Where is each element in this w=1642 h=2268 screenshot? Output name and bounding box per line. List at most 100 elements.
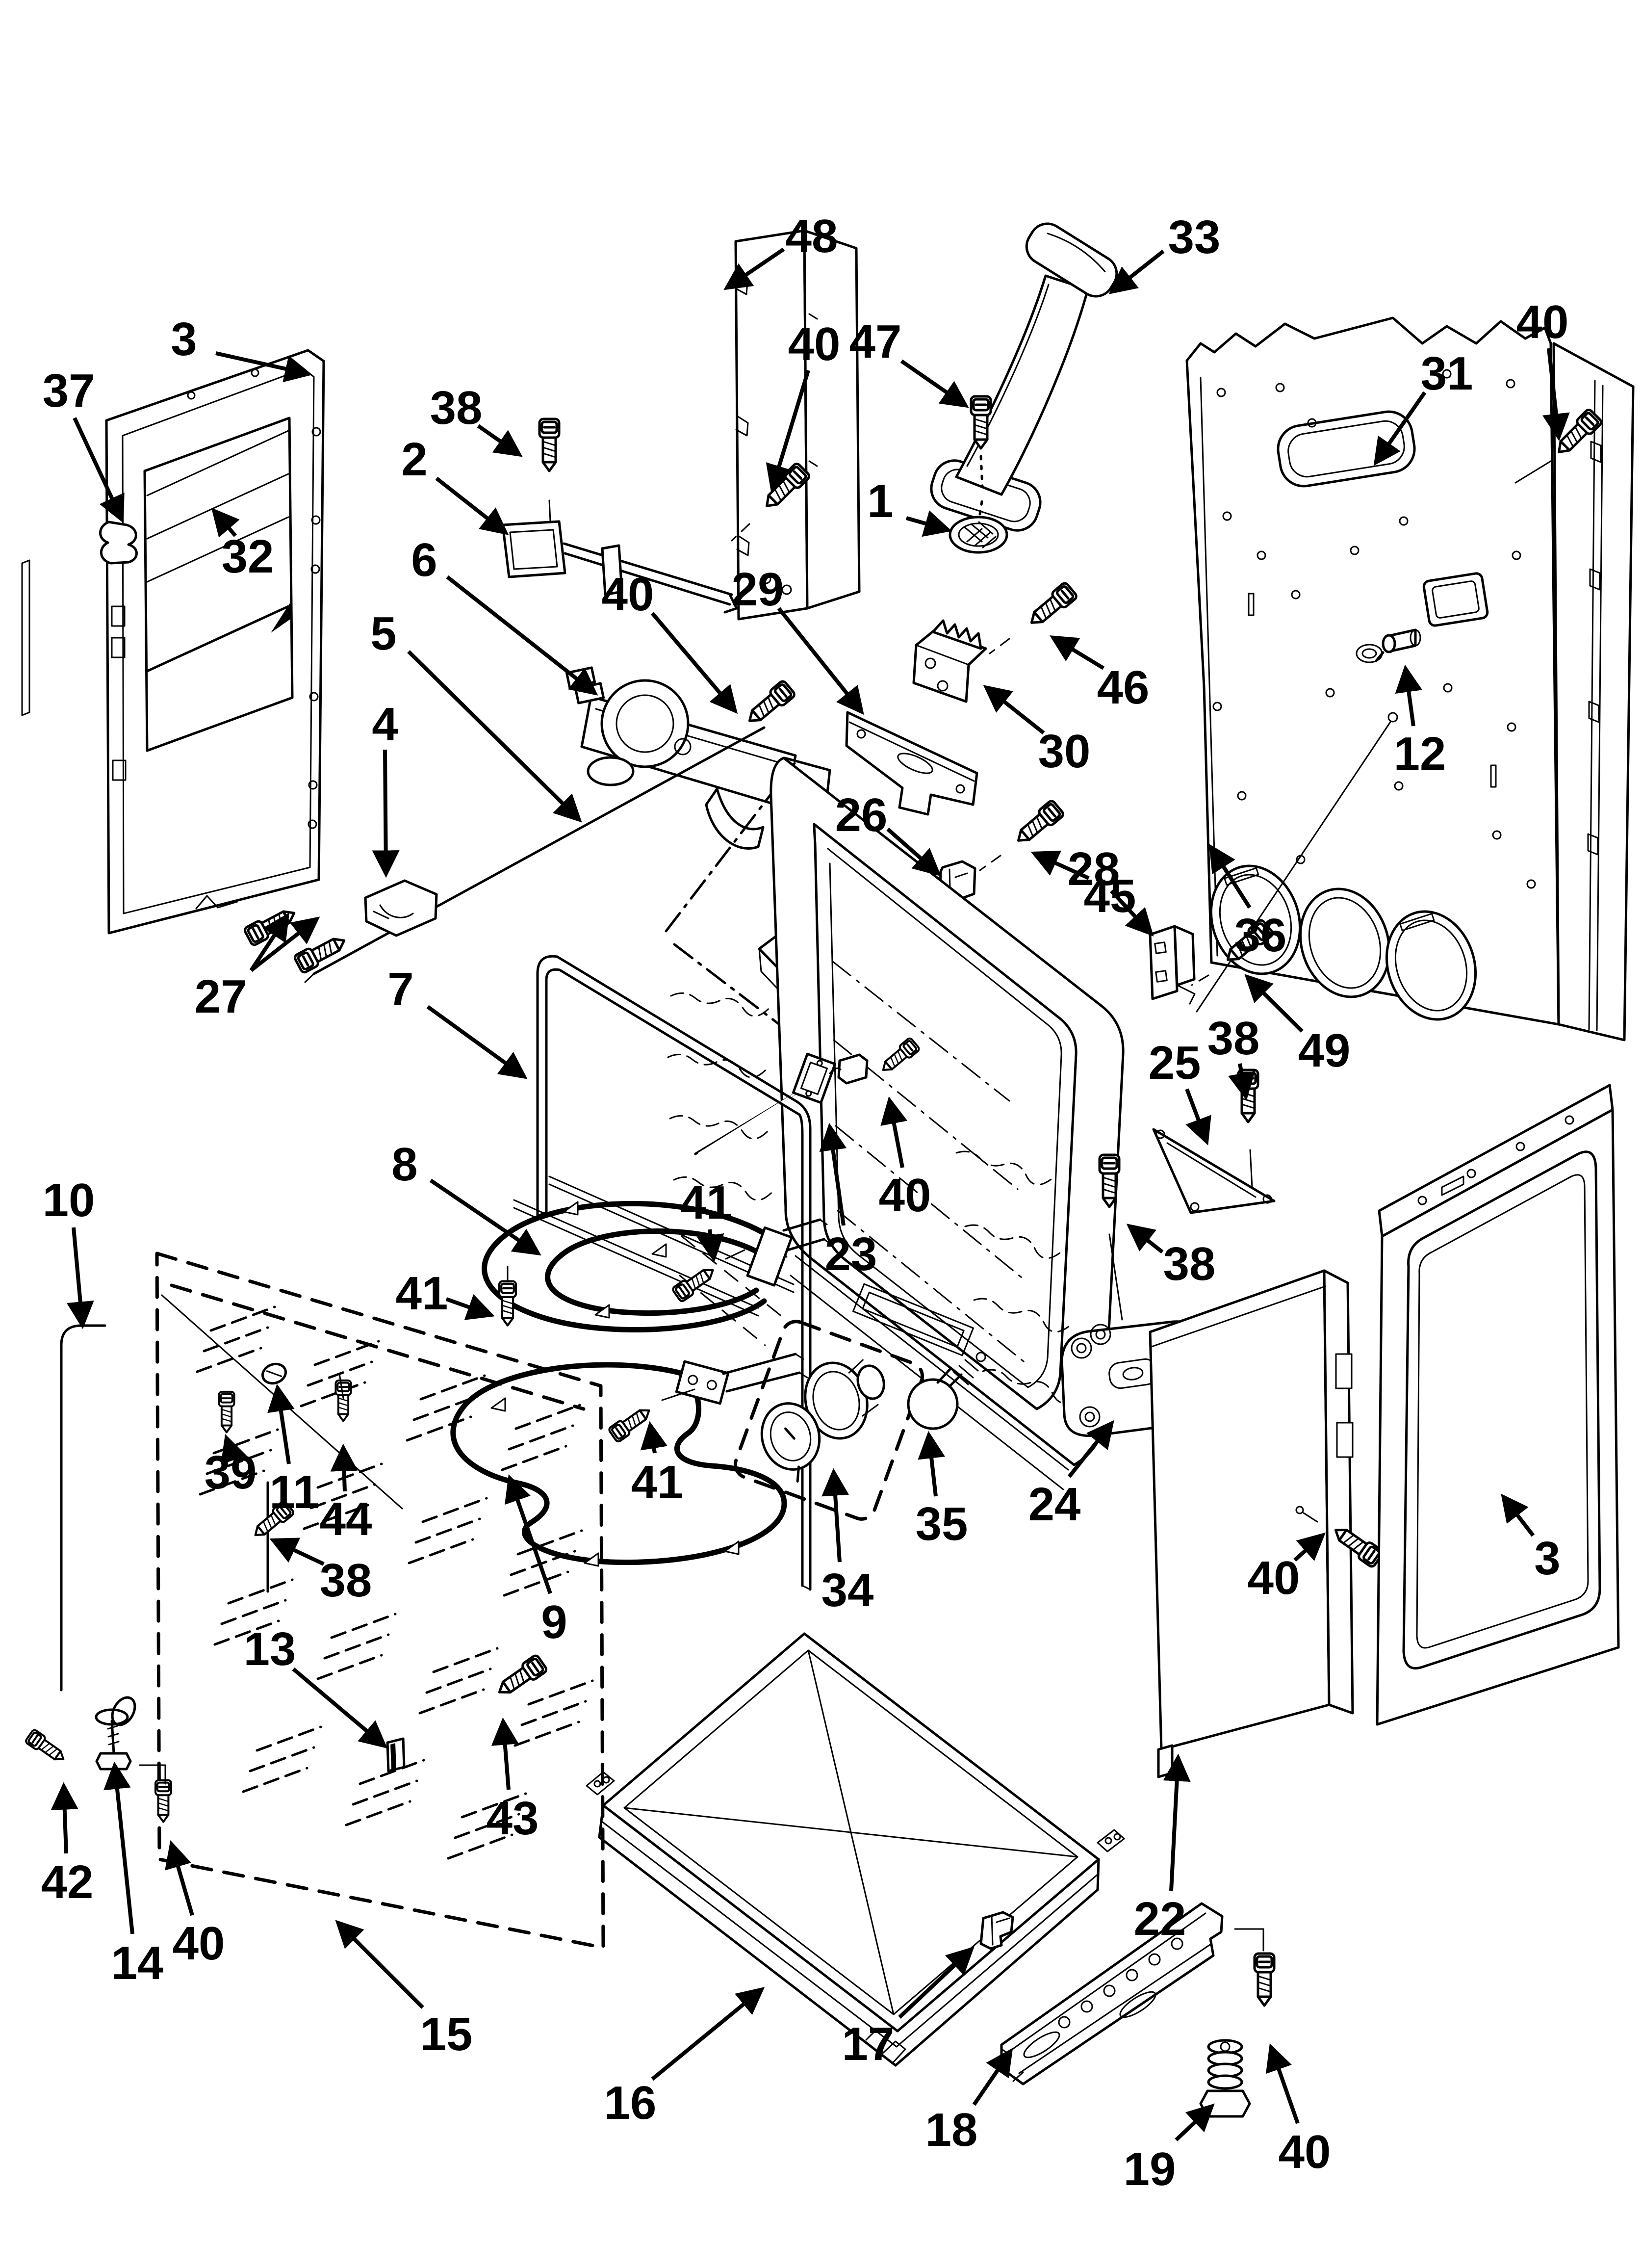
line-art bbox=[1090, 1324, 1111, 1345]
leader-arrow-11 bbox=[267, 1383, 295, 1464]
part-callout-46: 46 bbox=[1097, 661, 1150, 714]
leader-arrow-31 bbox=[1373, 391, 1427, 466]
screw-40-leg bbox=[155, 1780, 171, 1822]
rear-panel-31 bbox=[1185, 316, 1635, 1042]
line-art bbox=[792, 1052, 837, 1104]
line-art bbox=[21, 559, 30, 716]
line-art bbox=[1512, 550, 1521, 560]
line-art bbox=[107, 1725, 120, 1746]
line-art bbox=[1385, 910, 1477, 1021]
leader-arrow-1 bbox=[905, 510, 952, 537]
part-callout-41: 41 bbox=[396, 1267, 448, 1320]
part-callout-27: 27 bbox=[195, 970, 247, 1023]
line-art bbox=[1323, 1269, 1354, 1715]
part-callout-44: 44 bbox=[320, 1493, 372, 1545]
leader-arrow-45 bbox=[1030, 850, 1090, 880]
line-art bbox=[111, 605, 126, 627]
part-callout-40: 40 bbox=[1248, 1552, 1300, 1604]
screw-38-top-leader bbox=[548, 499, 551, 522]
line-art bbox=[746, 1226, 793, 1287]
line-art bbox=[187, 391, 196, 400]
line-art bbox=[958, 522, 999, 547]
screw-40-rear-leader bbox=[1514, 460, 1552, 484]
part-callout-12: 12 bbox=[1394, 728, 1446, 780]
line-art bbox=[1222, 511, 1232, 521]
line-art bbox=[1166, 1142, 1257, 1198]
line-art bbox=[675, 1360, 730, 1405]
part-callout-33: 33 bbox=[1168, 211, 1221, 263]
leader-arrow-3 bbox=[215, 351, 313, 383]
spacer-stud-12 bbox=[1375, 628, 1421, 662]
line-art bbox=[1216, 388, 1226, 397]
leader-arrow-13 bbox=[292, 1667, 388, 1749]
leader-arrow-8 bbox=[429, 1178, 541, 1256]
line-art bbox=[110, 1720, 115, 1755]
leader-arrow-44 bbox=[330, 1443, 358, 1492]
leader-arrow-46 bbox=[1050, 635, 1105, 670]
screw-40-rail bbox=[1255, 1954, 1274, 2006]
leader-arrow-28 bbox=[1110, 889, 1154, 937]
part-callout-39: 39 bbox=[205, 1446, 257, 1499]
leader-arrow-12 bbox=[1395, 664, 1423, 727]
line-art bbox=[1149, 1269, 1331, 1751]
line-art bbox=[155, 1251, 605, 1950]
line-art bbox=[111, 1696, 136, 1726]
leader-arrow-18 bbox=[972, 2048, 1013, 2106]
part-callout-3: 3 bbox=[171, 313, 197, 365]
line-art bbox=[733, 1320, 924, 1521]
line-art bbox=[733, 1320, 924, 1521]
line-art bbox=[897, 753, 933, 774]
line-art bbox=[308, 780, 318, 790]
leader-arrow-9 bbox=[505, 1474, 552, 1594]
leader-arrow-24 bbox=[1067, 1420, 1114, 1478]
line-art bbox=[865, 2028, 906, 2063]
line-art bbox=[1565, 1115, 1574, 1125]
screw-44 bbox=[334, 1379, 352, 1422]
line-art bbox=[373, 904, 414, 919]
line-art bbox=[991, 1914, 1010, 1946]
part-callout-49: 49 bbox=[1298, 1024, 1351, 1077]
leader-arrow-5 bbox=[407, 650, 582, 823]
leader-arrow-22 bbox=[1163, 1753, 1191, 1891]
leader-arrow-42 bbox=[51, 1782, 78, 1854]
line-art bbox=[1071, 1337, 1092, 1359]
stud-12-leader bbox=[1196, 720, 1392, 1013]
line-art bbox=[955, 784, 965, 794]
leader-arrow-30 bbox=[983, 685, 1045, 735]
door-holes bbox=[111, 368, 321, 910]
line-art bbox=[600, 1820, 1099, 2048]
oven-light-34 bbox=[733, 1320, 924, 1521]
leader-arrow-38 bbox=[1228, 1063, 1256, 1101]
line-art bbox=[760, 1402, 821, 1483]
line-art bbox=[848, 1359, 879, 1417]
line-art bbox=[251, 368, 259, 377]
leader-arrow-40 bbox=[1542, 348, 1570, 442]
bracket-2 bbox=[501, 520, 738, 614]
line-art bbox=[813, 823, 1078, 1410]
leader-arrow-43 bbox=[491, 1717, 519, 1790]
line-art bbox=[309, 692, 319, 702]
line-art bbox=[803, 229, 861, 610]
part-callout-38: 38 bbox=[1207, 1012, 1260, 1065]
leader-arrow-19 bbox=[1175, 2103, 1215, 2141]
line-art bbox=[808, 313, 818, 467]
leader-arrow-47 bbox=[900, 359, 969, 408]
leader-arrow-40 bbox=[650, 612, 738, 714]
line-art bbox=[1190, 1202, 1200, 1212]
screw-41-a bbox=[499, 1281, 516, 1326]
line-art bbox=[1058, 2016, 1071, 2029]
line-art bbox=[1378, 1084, 1614, 1238]
line-art bbox=[146, 516, 289, 583]
line-art bbox=[1154, 941, 1167, 954]
leader-arrow-14 bbox=[103, 1761, 134, 1934]
part-callout-47: 47 bbox=[849, 315, 902, 368]
line-art bbox=[1104, 1837, 1112, 1845]
line-art bbox=[1212, 702, 1222, 711]
line-art bbox=[1287, 420, 1405, 478]
line-art bbox=[1526, 879, 1536, 889]
line-art bbox=[1113, 1833, 1121, 1841]
line-art bbox=[509, 529, 558, 570]
line-art bbox=[829, 1067, 842, 1074]
leader-arrow-27 bbox=[250, 916, 320, 972]
